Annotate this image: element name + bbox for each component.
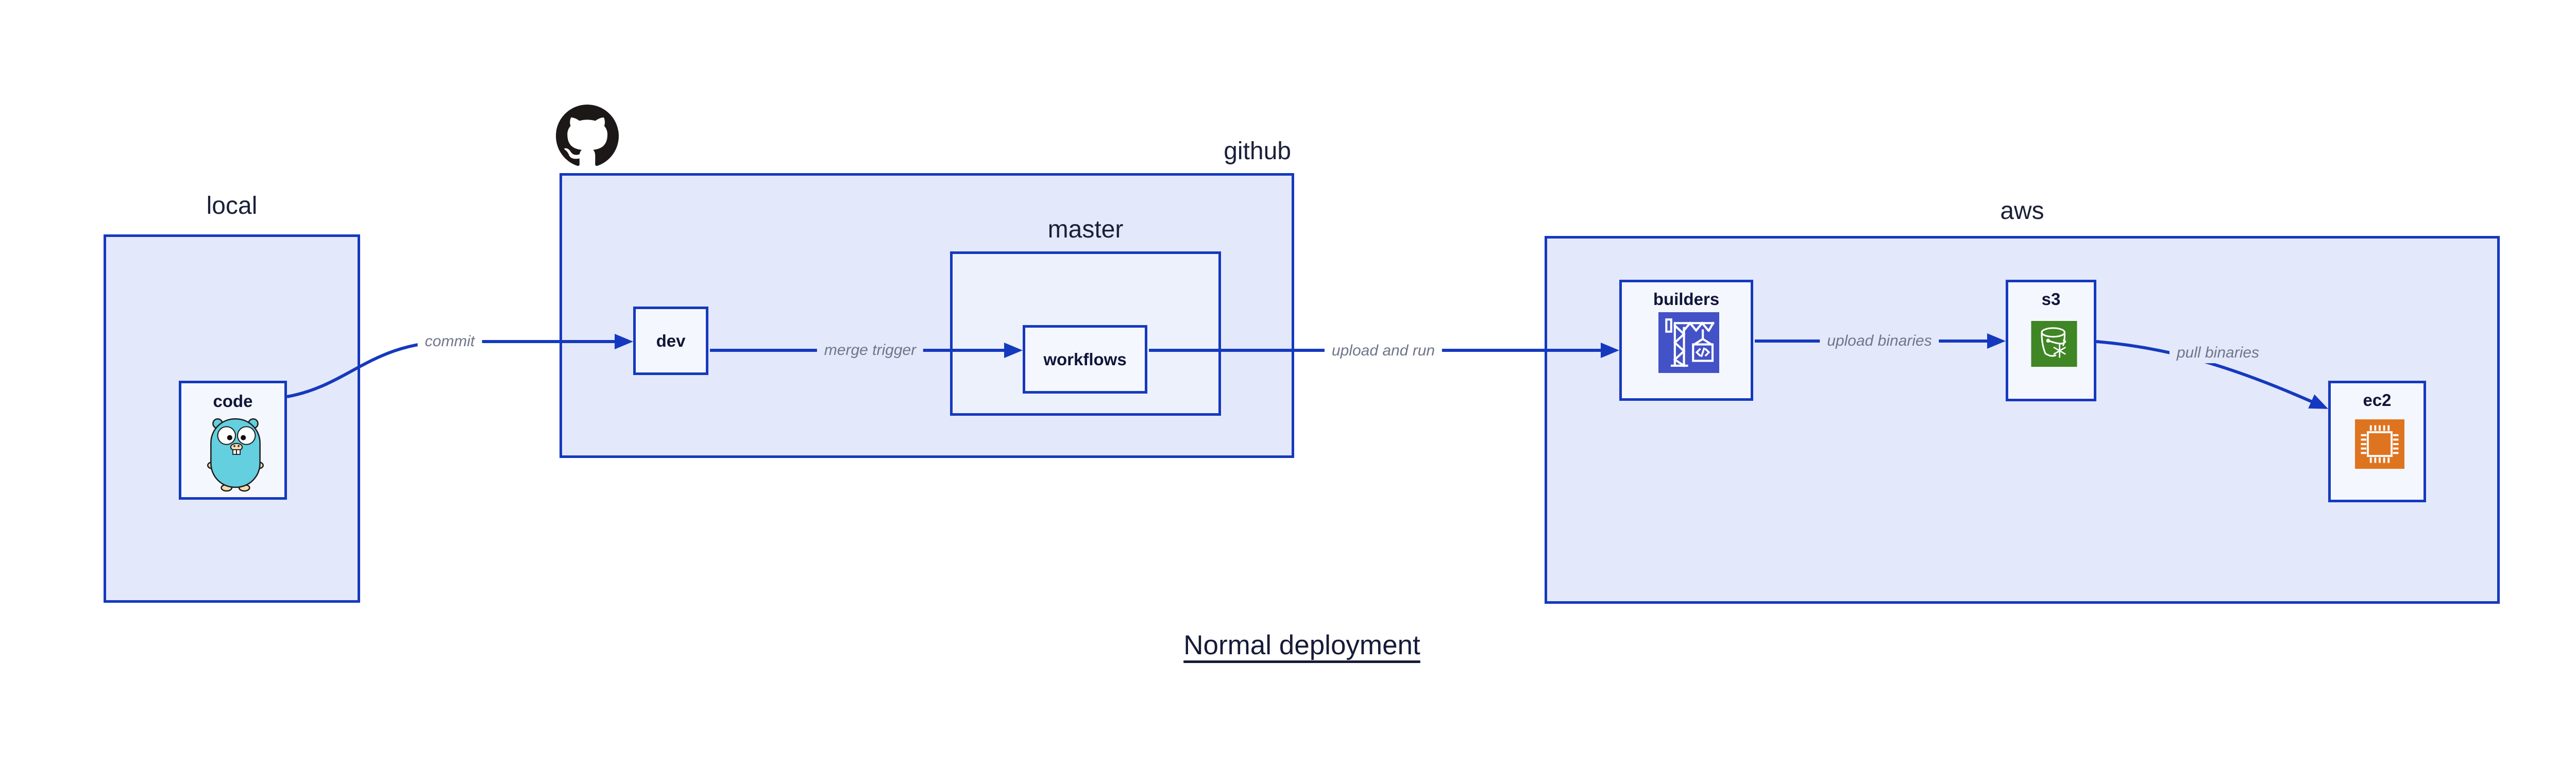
edge-label-pull-binaries: pull binaries bbox=[2169, 343, 2267, 363]
group-label-aws: aws bbox=[2000, 197, 2044, 225]
edge-label-merge-trigger: merge trigger bbox=[817, 340, 924, 361]
node-ec2: ec2 bbox=[2328, 381, 2426, 502]
edge-label-commit: commit bbox=[417, 331, 482, 352]
node-label-s3: s3 bbox=[2041, 290, 2061, 309]
node-label-dev: dev bbox=[656, 331, 686, 350]
node-builders: builders bbox=[1619, 280, 1753, 401]
aws-codebuild-icon bbox=[1658, 312, 1719, 373]
diagram-title: Normal deployment bbox=[1183, 630, 1420, 660]
node-workflows: workflows bbox=[1023, 325, 1147, 394]
group-label-master: master bbox=[1047, 216, 1124, 243]
node-label-code: code bbox=[213, 392, 253, 411]
node-label-builders: builders bbox=[1653, 290, 1720, 309]
aws-s3-glacier-icon bbox=[2031, 321, 2077, 367]
node-code: code bbox=[179, 381, 287, 500]
github-logo-icon bbox=[556, 105, 619, 166]
go-gopher-icon bbox=[207, 418, 264, 492]
edge-label-upload-binaries: upload binaries bbox=[1820, 331, 1939, 351]
group-label-github: github bbox=[1224, 138, 1291, 165]
edge-label-upload-and-run: upload and run bbox=[1324, 341, 1443, 361]
aws-ec2-icon bbox=[2355, 419, 2404, 469]
node-s3: s3 bbox=[2006, 280, 2096, 401]
node-label-workflows: workflows bbox=[1043, 349, 1127, 369]
node-dev: dev bbox=[633, 307, 708, 375]
node-label-ec2: ec2 bbox=[2363, 390, 2392, 410]
group-label-local: local bbox=[206, 192, 258, 219]
